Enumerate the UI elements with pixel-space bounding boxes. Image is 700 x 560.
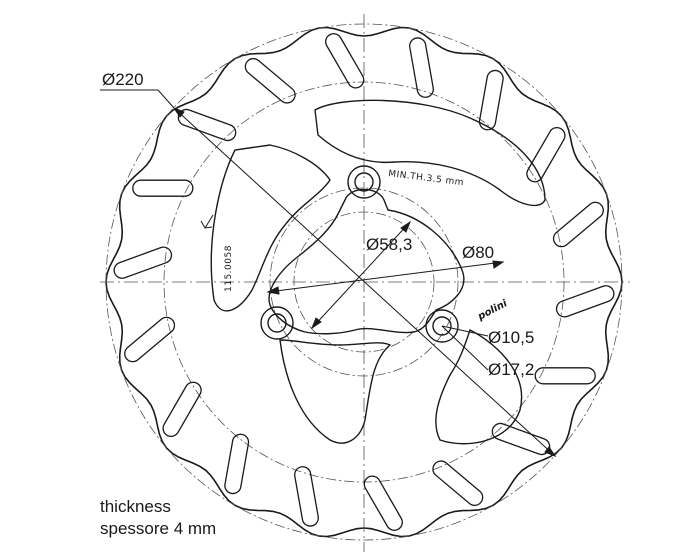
thickness-note-it: spessore 4 mm (100, 519, 217, 538)
mounting-hole-right-outer (425, 309, 459, 343)
part-number-marking: 115.0058 (224, 245, 234, 292)
carrier-windows (210, 99, 546, 445)
cooling-slot (534, 367, 596, 385)
carrier-window-left (210, 144, 331, 312)
cooling-slot (489, 420, 553, 458)
inner-diameter-label: Ø80 (462, 243, 494, 262)
mounting-hole-top-outer (347, 165, 381, 199)
mounting-hole-right-inner (432, 316, 452, 336)
mounting-hole-top-inner (354, 172, 374, 192)
dimension-lines (100, 89, 557, 458)
hole-outer-diameter-label: Ø17,2 (488, 360, 534, 379)
hole-diameter-label: Ø10,5 (488, 328, 534, 347)
cooling-slot (477, 68, 506, 132)
cooling-slot (222, 432, 251, 496)
carrier-window-bottom-right (435, 329, 523, 445)
cooling-slot (407, 36, 436, 100)
cooling-slot (120, 313, 179, 366)
mounting-hole-left-inner (267, 313, 287, 333)
carrier-hub (268, 188, 465, 335)
mount-circle-label: Ø58,3 (366, 235, 412, 254)
mounting-hole-left-outer (260, 306, 294, 340)
cooling-slot (549, 198, 608, 251)
cooling-slot (241, 54, 299, 107)
thickness-note-en: thickness (100, 497, 171, 516)
min-thickness-marking: MIN.TH.3.5 mm (388, 169, 465, 188)
mounting-holes (260, 165, 459, 343)
carrier-window-top (314, 99, 546, 207)
carrier-window-bottom-left (279, 339, 392, 444)
outer-diameter-label: Ø220 (102, 70, 144, 89)
cooling-slot (175, 106, 239, 144)
cooling-slot (132, 179, 194, 197)
hub-outline (268, 188, 465, 335)
brand-logo: polini (475, 298, 509, 323)
cooling-slot (159, 378, 205, 440)
cooling-slot (523, 124, 569, 186)
cooling-slot (292, 464, 321, 528)
cooling-slot (429, 457, 487, 510)
